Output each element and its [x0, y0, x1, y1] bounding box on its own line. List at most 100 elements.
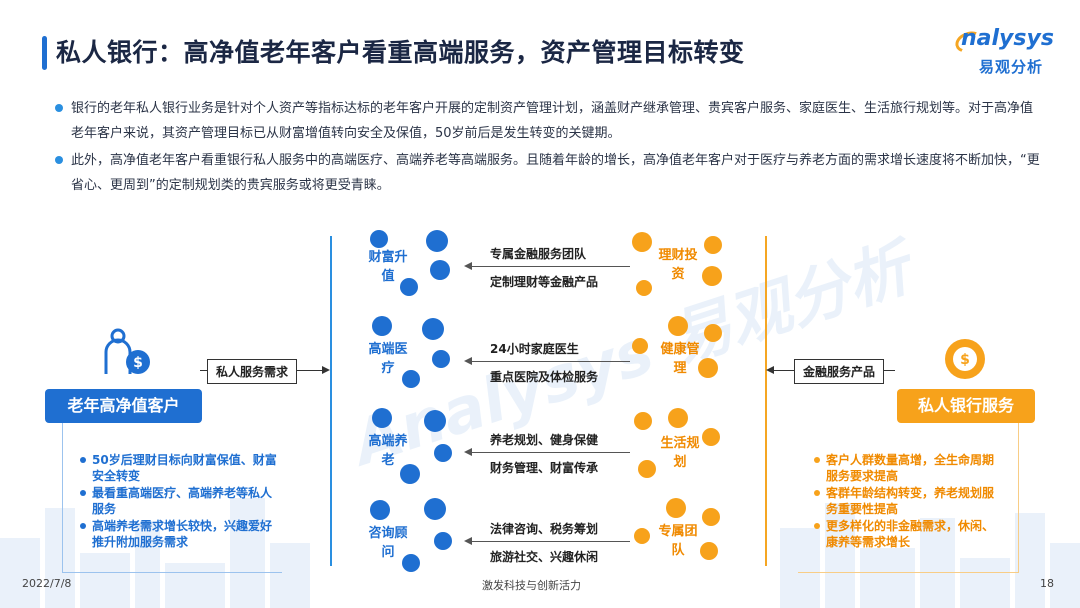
- bank-service-icon: $: [945, 339, 985, 379]
- svg-text:$: $: [133, 355, 143, 371]
- cluster-dot: [634, 412, 652, 430]
- cluster-dot: [698, 358, 718, 378]
- cluster-dot: [370, 500, 390, 520]
- cluster-dot: [632, 232, 652, 252]
- intro-bullet: 此外，高净值老年客户看重银行私人服务中的高端医疗、高端养老等高端服务。且随着年龄…: [55, 148, 1040, 198]
- right-panel-border: [1018, 423, 1019, 573]
- list-item: 高端养老需求增长较快，兴趣爱好推升附加服务需求: [80, 518, 280, 550]
- bullet-dot-icon: [80, 490, 86, 496]
- intro-bullets: 银行的老年私人银行业务是针对个人资产等指标达标的老年客户开展的定制资产管理计划，…: [55, 96, 1040, 200]
- service-cluster-team: 专属团队: [632, 498, 742, 574]
- need-label-consult: 咨询顾问: [368, 526, 408, 560]
- row-desc-4b: 旅游社交、兴趣休闲: [490, 550, 599, 564]
- cluster-dot: [704, 324, 722, 342]
- row-arrow-line: [470, 541, 630, 542]
- need-arrow-label: 私人服务需求: [207, 359, 298, 384]
- service-label-health: 健康管理: [660, 342, 700, 376]
- cluster-dot: [402, 370, 420, 388]
- row-desc-2b: 重点医院及体检服务: [490, 370, 599, 384]
- title-accent-bar: [42, 36, 47, 70]
- cluster-dot: [402, 554, 420, 572]
- private-banking-badge: 私人银行服务: [897, 389, 1035, 423]
- cluster-dot: [668, 408, 688, 428]
- need-cluster-wealth: 财富升值: [362, 230, 472, 302]
- service-label-life: 生活规划: [660, 436, 700, 470]
- bullet-dot-icon: [814, 490, 820, 496]
- list-item: 更多样化的非金融需求，休闲、康养等需求增长: [814, 518, 994, 550]
- need-label-medical: 高端医疗: [368, 342, 408, 376]
- bullet-dot-icon: [80, 523, 86, 529]
- bank-trends-list: 客户人群数量高增，全生命周期服务要求提高 客群年龄结构转变，养老规划服务重要性提…: [814, 452, 994, 551]
- row-desc-4a: 法律咨询、税务筹划: [490, 522, 599, 536]
- page-number: 18: [1040, 577, 1054, 590]
- row-desc-2a: 24小时家庭医生: [490, 342, 579, 356]
- product-arrowhead-icon: [766, 366, 774, 374]
- cluster-dot: [666, 498, 686, 518]
- row-arrowhead-icon: [464, 537, 472, 545]
- left-panel-border: [62, 423, 63, 573]
- need-arrowhead-icon: [322, 366, 330, 374]
- need-cluster-elderly: 高端养老: [362, 408, 472, 484]
- bullet-dot-icon: [814, 457, 820, 463]
- row-arrowhead-icon: [464, 448, 472, 456]
- svg-text:$: $: [960, 352, 970, 368]
- cluster-dot: [400, 278, 418, 296]
- row-desc-3a: 养老规划、健身保健: [490, 433, 599, 447]
- cluster-dot: [636, 280, 652, 296]
- service-label-team: 专属团队: [658, 524, 698, 558]
- cluster-dot: [632, 338, 648, 354]
- cluster-dot: [424, 498, 446, 520]
- logo-text-en: nalysys: [961, 26, 1054, 51]
- client-needs-list: 50岁后理财目标向财富保值、财富安全转变 最看重高端医疗、高端养老等私人服务 高…: [80, 452, 280, 551]
- cluster-dot: [430, 260, 450, 280]
- list-item-text: 更多样化的非金融需求，休闲、康养等需求增长: [826, 519, 995, 549]
- need-cluster-consult: 咨询顾问: [362, 498, 472, 574]
- bullet-dot-icon: [55, 104, 63, 112]
- left-bracket-line: [330, 236, 332, 566]
- product-arrow-label: 金融服务产品: [794, 359, 885, 384]
- city-skyline-background: [0, 498, 1080, 608]
- list-item-text: 客户人群数量高增，全生命周期服务要求提高: [826, 453, 995, 483]
- row-arrowhead-icon: [464, 262, 472, 270]
- cluster-dot: [702, 266, 722, 286]
- service-cluster-invest: 理财投资: [632, 230, 742, 302]
- service-cluster-life: 生活规划: [632, 408, 742, 484]
- bullet-text: 银行的老年私人银行业务是针对个人资产等指标达标的老年客户开展的定制资产管理计划，…: [71, 101, 1034, 141]
- page-title: 私人银行：高净值老年客户看重高端服务，资产管理目标转变: [56, 38, 745, 67]
- footer-slogan: 激发科技与创新活力: [482, 579, 581, 592]
- row-desc-1a: 专属金融服务团队: [490, 247, 587, 261]
- bullet-text: 此外，高净值老年客户看重银行私人服务中的高端医疗、高端养老等高端服务。且随着年龄…: [71, 153, 1040, 193]
- cluster-dot: [668, 316, 688, 336]
- row-arrow-line: [470, 266, 630, 267]
- footer-date: 2022/7/8: [22, 577, 72, 590]
- cluster-dot: [370, 230, 388, 248]
- bullet-dot-icon: [80, 457, 86, 463]
- left-panel-border-bottom: [62, 572, 282, 573]
- cluster-dot: [424, 410, 446, 432]
- row-arrowhead-icon: [464, 357, 472, 365]
- cluster-dot: [634, 528, 650, 544]
- service-cluster-health: 健康管理: [632, 316, 742, 390]
- intro-bullet: 银行的老年私人银行业务是针对个人资产等指标达标的老年客户开展的定制资产管理计划，…: [55, 96, 1040, 146]
- elderly-client-badge: 老年高净值客户: [45, 389, 202, 423]
- cluster-dot: [700, 542, 718, 560]
- list-item: 客群年龄结构转变，养老规划服务重要性提高: [814, 485, 994, 517]
- row-desc-1b: 定制理财等金融产品: [490, 275, 599, 289]
- cluster-dot: [400, 464, 420, 484]
- right-panel-border-bottom: [798, 572, 1018, 573]
- need-label-wealth: 财富升值: [368, 250, 408, 284]
- list-item-text: 50岁后理财目标向财富保值、财富安全转变: [92, 453, 277, 483]
- bullet-dot-icon: [814, 523, 820, 529]
- cluster-dot: [432, 350, 450, 368]
- list-item: 50岁后理财目标向财富保值、财富安全转变: [80, 452, 280, 484]
- cluster-dot: [702, 508, 720, 526]
- cluster-dot: [426, 230, 448, 252]
- row-arrow-line: [470, 361, 630, 362]
- cluster-dot: [702, 428, 720, 446]
- cluster-dot: [638, 460, 656, 478]
- row-arrow-line: [470, 452, 630, 453]
- list-item: 最看重高端医疗、高端养老等私人服务: [80, 485, 280, 517]
- service-label-invest: 理财投资: [658, 248, 698, 282]
- list-item-text: 高端养老需求增长较快，兴趣爱好推升附加服务需求: [92, 519, 273, 549]
- cluster-dot: [704, 236, 722, 254]
